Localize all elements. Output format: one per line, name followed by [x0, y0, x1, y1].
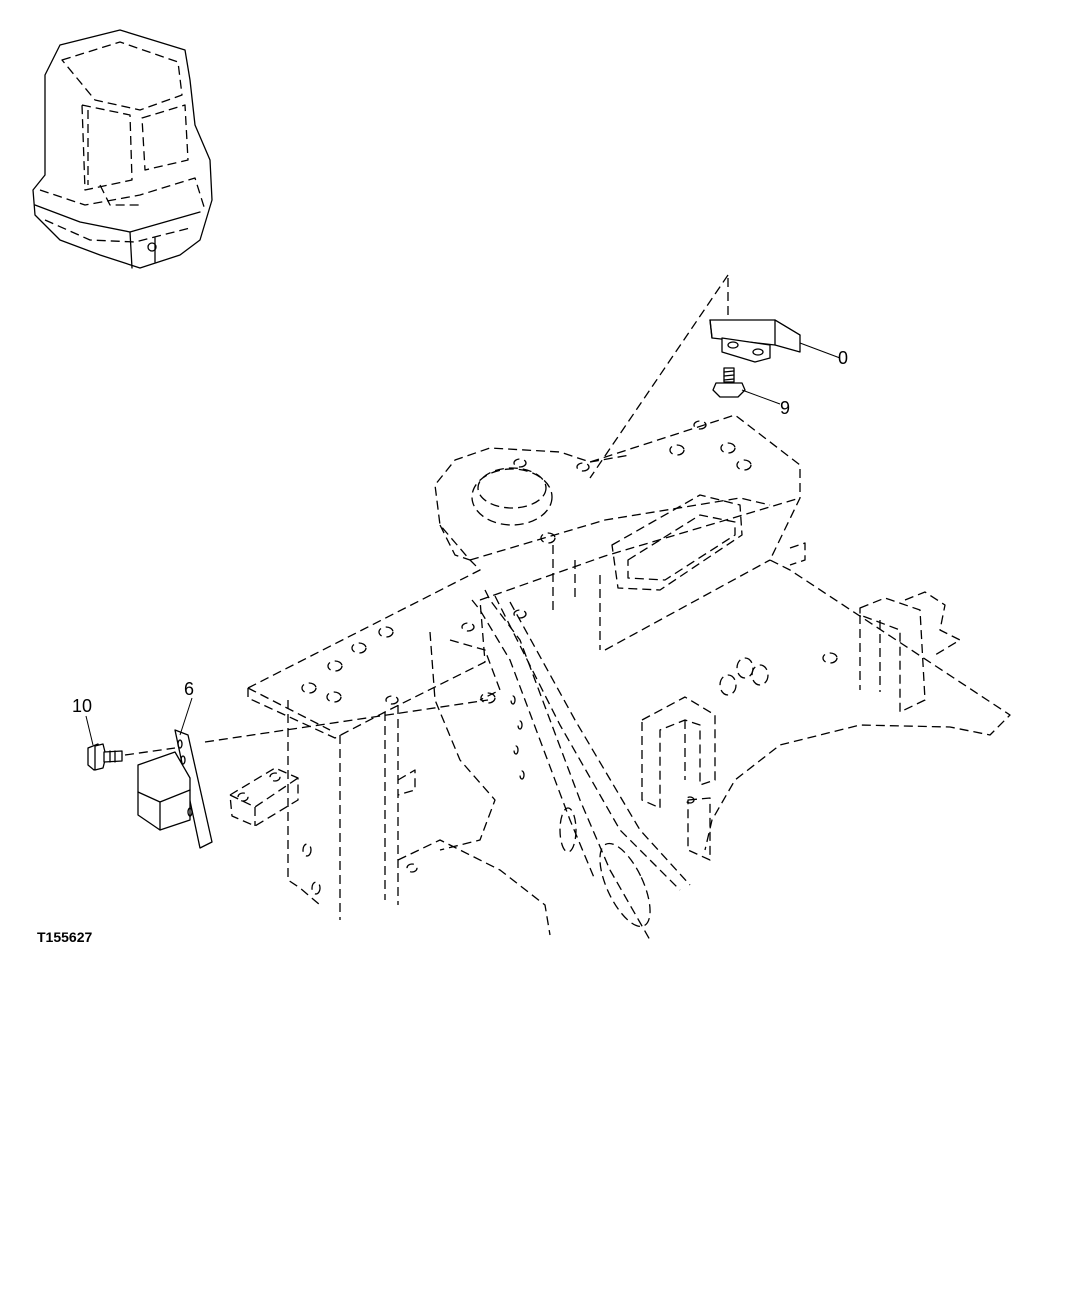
- part-stopper-6[interactable]: [137, 729, 213, 849]
- machine-locator-thumbnail: [32, 29, 213, 269]
- leader-lines: [85, 342, 841, 746]
- callout-6: 6: [184, 679, 194, 699]
- figure-id: T155627: [37, 929, 92, 945]
- frame-mounting-holes: [301, 420, 838, 928]
- part-flange-bolt-10[interactable]: [87, 743, 123, 771]
- part-bracket-0[interactable]: [709, 319, 801, 363]
- callout-0: 0: [838, 348, 848, 368]
- explosion-lines: [124, 274, 729, 756]
- part-bolt-9[interactable]: [712, 367, 746, 398]
- upper-frame-structure: [229, 414, 1011, 941]
- callout-9: 9: [780, 398, 790, 418]
- callout-10: 10: [72, 696, 92, 716]
